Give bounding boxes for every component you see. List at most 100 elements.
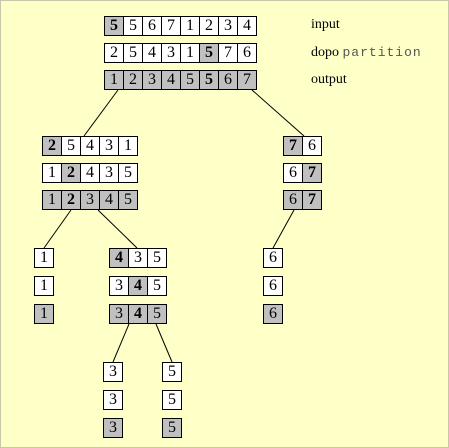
array-cell: 5 [118,163,138,183]
array-cell: 1 [180,43,200,63]
pivot-cell: 7 [302,190,322,210]
array-cell: 5 [123,16,143,36]
label-after-prefix: dopo [311,45,339,60]
array-cell: 1 [34,248,54,268]
array-cell: 5 [180,70,200,90]
tree-edge [251,89,305,137]
array-cell: 5 [147,304,167,324]
pivot-cell: 4 [109,248,129,268]
array-cell: 3 [103,362,123,382]
array-cell: 3 [99,136,119,156]
array-row: 1 [34,276,54,296]
array-cell: 1 [118,136,138,156]
array-cell: 2 [123,70,143,90]
label-input: input [311,17,340,32]
array-cell: 5 [61,136,81,156]
tree-edge [112,323,130,363]
array-cell: 4 [80,163,100,183]
array-cell: 3 [80,190,100,210]
array-cell: 1 [34,304,54,324]
array-cell: 7 [161,16,181,36]
tree-edge [43,209,72,249]
array-cell: 3 [103,390,123,410]
pivot-cell: 5 [199,70,219,90]
array-row: 1 [34,304,54,324]
array-cell: 4 [142,43,162,63]
array-cell: 7 [237,70,257,90]
array-row: 6 [263,304,283,324]
label-after-keyword: partition [342,45,422,60]
pivot-cell: 7 [302,163,322,183]
tree-edge [83,89,119,137]
label-after-partition: dopo partition [311,45,422,61]
pivot-cell: 5 [199,43,219,63]
array-cell: 5 [147,276,167,296]
array-cell: 6 [263,304,283,324]
pivot-cell: 2 [42,136,62,156]
array-row: 6 [263,276,283,296]
array-row: 5 [162,390,182,410]
array-row: 5 [162,362,182,382]
array-cell: 2 [199,16,219,36]
array-cell: 5 [162,418,182,438]
array-cell: 5 [147,248,167,268]
array-cell: 3 [142,70,162,90]
array-row: 3 [103,390,123,410]
array-cell: 5 [118,190,138,210]
pivot-cell: 5 [104,16,124,36]
array-cell: 4 [99,190,119,210]
array-cell: 7 [218,43,238,63]
pivot-cell: 4 [128,304,148,324]
pivot-cell: 2 [61,190,81,210]
array-row: 1 [34,248,54,268]
array-cell: 1 [180,16,200,36]
pivot-cell: 2 [61,163,81,183]
array-cell: 4 [237,16,257,36]
array-cell: 6 [237,43,257,63]
array-cell: 5 [123,43,143,63]
tree-edge [97,209,138,249]
pivot-cell: 7 [283,136,303,156]
tree-edge [272,209,295,249]
array-cell: 1 [104,70,124,90]
array-cell: 6 [302,136,322,156]
tree-edge [155,323,173,363]
array-cell: 4 [80,136,100,156]
array-cell: 1 [42,190,62,210]
array-row: 5 [162,418,182,438]
pivot-cell: 4 [128,276,148,296]
array-cell: 6 [263,248,283,268]
array-cell: 3 [161,43,181,63]
array-cell: 3 [99,163,119,183]
array-cell: 2 [104,43,124,63]
array-cell: 5 [162,362,182,382]
array-cell: 6 [283,190,303,210]
label-output: output [311,72,347,87]
array-cell: 6 [142,16,162,36]
array-cell: 1 [34,276,54,296]
array-cell: 3 [109,276,129,296]
array-cell: 3 [128,248,148,268]
array-cell: 6 [283,163,303,183]
array-row: 3 [103,362,123,382]
array-cell: 3 [109,304,129,324]
array-cell: 5 [162,390,182,410]
array-cell: 3 [103,418,123,438]
array-cell: 6 [218,70,238,90]
array-cell: 3 [218,16,238,36]
array-row: 3 [103,418,123,438]
array-cell: 1 [42,163,62,183]
